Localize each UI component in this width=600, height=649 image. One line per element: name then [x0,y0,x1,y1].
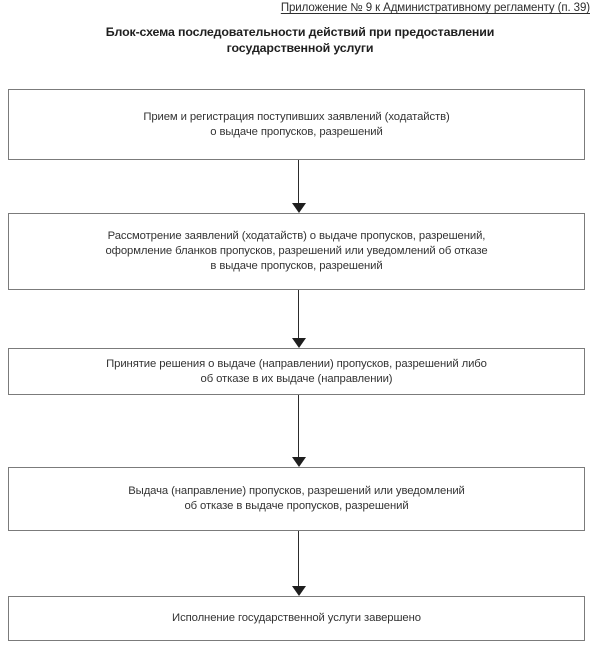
flow-step-4-line-1: Выдача (направление) пропусков, разрешен… [128,485,465,497]
flow-step-3-line-1: Принятие решения о выдаче (направлении) … [106,357,487,370]
flow-step-3-line-2: об отказе в их выдаче (направлении) [200,372,393,385]
flow-step-4-text: Выдача (направление) пропусков, разрешен… [9,484,584,514]
page-title-line-2: государственной услуги [226,41,374,55]
flow-step-4: Выдача (направление) пропусков, разрешен… [8,467,585,531]
flow-step-2-text: Рассмотрение заявлений (ходатайств) о вы… [9,229,584,274]
flow-step-5: Исполнение государственной услуги заверш… [8,596,585,641]
flow-step-3-text: Принятие решения о выдаче (направлении) … [9,357,584,387]
page-title-line-1: Блок-схема последовательности действий п… [105,25,495,39]
flow-step-2-line-3: в выдаче пропусков, разрешений [210,260,383,272]
flow-step-2-line-2: оформление бланков пропусков, разрешений… [105,245,488,257]
flow-step-5-line-1: Исполнение государственной услуги заверш… [172,612,421,624]
flow-step-2: Рассмотрение заявлений (ходатайств) о вы… [8,213,585,290]
down-arrow-icon-4 [291,531,307,596]
page-title: Блок-схема последовательности действий п… [42,24,558,56]
arrow-head [292,338,306,348]
down-arrow-icon-1 [291,160,307,213]
flow-step-3: Принятие решения о выдаче (направлении) … [8,348,585,395]
arrow-shaft [298,160,299,203]
flow-step-1-line-2: о выдаче пропусков, разрешений [210,125,383,138]
arrow-head [292,457,306,467]
down-arrow-icon-3 [291,395,307,467]
flow-step-5-text: Исполнение государственной услуги заверш… [9,611,584,626]
appendix-reference: Приложение № 9 к Административному регла… [280,2,590,14]
arrow-shaft [298,395,299,457]
flow-step-1-line-1: Прием и регистрация поступивших заявлени… [143,110,450,123]
arrow-shaft [298,290,299,338]
arrow-shaft [298,531,299,586]
flow-step-1: Прием и регистрация поступивших заявлени… [8,89,585,160]
flow-step-1-text: Прием и регистрация поступивших заявлени… [9,110,584,140]
flow-step-2-line-1: Рассмотрение заявлений (ходатайств) о вы… [107,230,486,242]
flow-step-4-line-2: об отказе в выдаче пропусков, разрешений [184,500,409,512]
arrow-head [292,203,306,213]
arrow-head [292,586,306,596]
down-arrow-icon-2 [291,290,307,348]
